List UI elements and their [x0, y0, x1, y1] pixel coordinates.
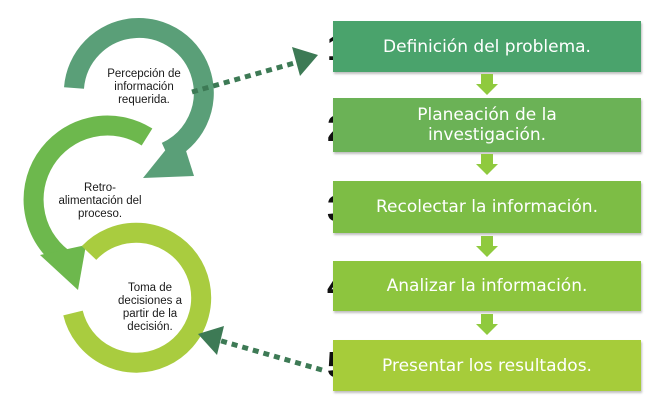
step-label-5: Presentar los resultados. [382, 355, 592, 376]
cycle-label-top: Percepción de información requerida. [107, 68, 181, 106]
cycle-arrowhead-top [143, 132, 194, 178]
step-box-4: Analizar la información. [333, 261, 641, 311]
step-box-5: Presentar los resultados. [333, 340, 641, 391]
cycle-ring-middle [23, 115, 153, 271]
dotted-connector-bottom [217, 337, 323, 373]
down-arrow-3-4 [476, 236, 498, 257]
step-box-1: Definición del problema. [333, 21, 641, 72]
step-label-2: Planeación de la investigación. [417, 105, 557, 145]
down-arrow-4-5 [476, 314, 498, 335]
cycle-arrowhead-middle [40, 245, 86, 290]
step-label-3: Recolectar la información. [375, 197, 598, 217]
cycle-ring-top [64, 18, 214, 162]
step-box-2: Planeación de la investigación. [333, 98, 641, 152]
step-box-3: Recolectar la información. [333, 181, 641, 233]
connector-arrowhead-top [292, 47, 318, 76]
cycle-label-bottom: Toma de decisiones a partir de la decisi… [118, 282, 182, 333]
step-label-4: Analizar la información. [386, 276, 588, 296]
cycle-ring-bottom [63, 222, 212, 373]
connector-arrowhead-bottom [198, 326, 224, 355]
down-arrow-1-2 [476, 74, 498, 95]
down-arrow-2-3 [476, 154, 498, 175]
dotted-connector-top [191, 59, 299, 95]
step-label-1: Definición del problema. [383, 36, 591, 57]
cycle-label-middle: Retro-alimentación del proceso. [58, 182, 142, 220]
